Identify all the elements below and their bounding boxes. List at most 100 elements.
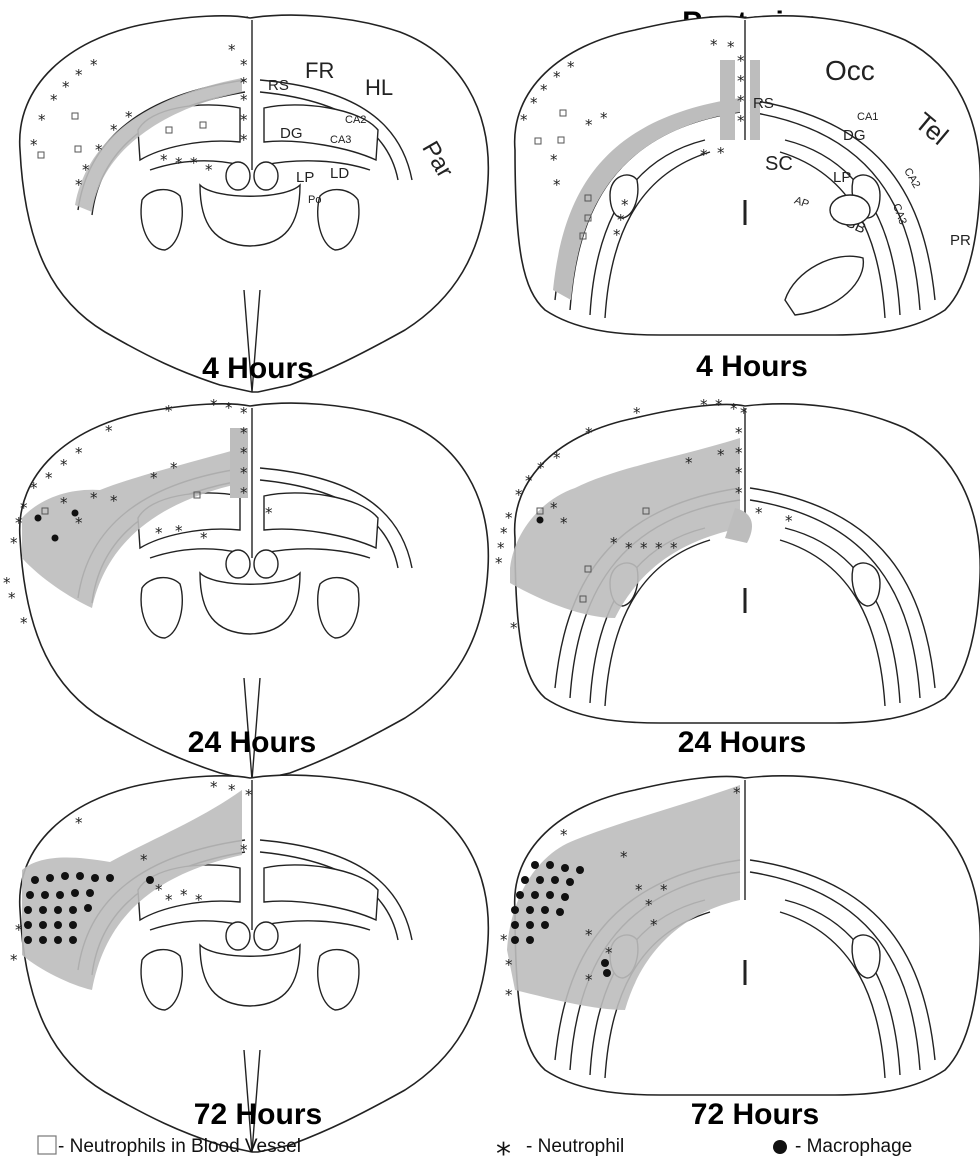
- posterior-section-24h: *** *** *** *** *** *** *** *** *** ***: [495, 396, 980, 723]
- svg-text:*: *: [195, 891, 203, 909]
- svg-text:*: *: [685, 454, 693, 472]
- svg-text:*: *: [553, 68, 561, 86]
- svg-text:*: *: [245, 786, 253, 804]
- svg-text:*: *: [45, 469, 53, 487]
- svg-text:*: *: [240, 404, 248, 422]
- svg-text:*: *: [620, 848, 628, 866]
- svg-text:*: *: [500, 931, 508, 949]
- svg-text:*: *: [150, 469, 158, 487]
- svg-text:*: *: [755, 504, 763, 522]
- svg-text:*: *: [205, 161, 213, 179]
- svg-text:*: *: [50, 91, 58, 109]
- svg-text:*: *: [585, 116, 593, 134]
- label-dg: DG: [843, 127, 866, 144]
- svg-text:*: *: [525, 472, 533, 490]
- time-label-post-4h: 4 Hours: [696, 350, 808, 383]
- label-ld: LD: [330, 165, 349, 182]
- svg-text:*: *: [75, 444, 83, 462]
- legend-star-icon: *: [496, 1137, 511, 1166]
- svg-text:*: *: [737, 112, 745, 130]
- macrophage-markers: [537, 517, 544, 524]
- svg-text:*: *: [505, 956, 513, 974]
- svg-text:*: *: [240, 56, 248, 74]
- svg-text:*: *: [90, 489, 98, 507]
- svg-text:*: *: [165, 891, 173, 909]
- svg-text:*: *: [240, 841, 248, 859]
- svg-text:*: *: [655, 539, 663, 557]
- svg-text:*: *: [240, 424, 248, 442]
- label-po: Po: [308, 194, 321, 206]
- anterior-section-4h: RS FR HL Par CA2 DG CA3 LP LD Po *** ***…: [20, 15, 489, 392]
- svg-text:*: *: [737, 92, 745, 110]
- svg-text:*: *: [210, 396, 218, 414]
- label-ca1: CA1: [857, 111, 878, 123]
- legend-neutrophil-text: - Neutrophil: [526, 1136, 624, 1157]
- svg-text:*: *: [560, 514, 568, 532]
- svg-text:*: *: [90, 56, 98, 74]
- svg-text:*: *: [10, 534, 18, 552]
- svg-text:*: *: [515, 486, 523, 504]
- svg-text:*: *: [727, 38, 735, 56]
- svg-text:*: *: [240, 484, 248, 502]
- svg-text:*: *: [553, 176, 561, 194]
- label-rs: RS: [268, 77, 289, 94]
- svg-text:*: *: [585, 971, 593, 989]
- svg-text:*: *: [733, 784, 741, 802]
- svg-text:*: *: [110, 492, 118, 510]
- posterior-section-4h: Occ Tel RS CA1 DG SC CA2 LP AP MGB CA3 P…: [515, 16, 980, 335]
- svg-text:*: *: [715, 396, 723, 414]
- svg-text:*: *: [717, 446, 725, 464]
- legend-macrophage-text: - Macrophage: [795, 1136, 912, 1157]
- label-rs: RS: [753, 95, 774, 112]
- svg-text:*: *: [8, 589, 16, 607]
- svg-text:*: *: [635, 881, 643, 899]
- svg-text:*: *: [740, 404, 748, 422]
- svg-text:*: *: [640, 539, 648, 557]
- time-label-ant-24h: 24 Hours: [188, 726, 316, 759]
- svg-text:*: *: [180, 886, 188, 904]
- svg-text:*: *: [200, 529, 208, 547]
- svg-text:*: *: [160, 151, 168, 169]
- vessel-legend-square: [38, 1136, 56, 1154]
- label-dg: DG: [280, 125, 303, 142]
- svg-text:*: *: [225, 399, 233, 417]
- time-label-post-24h: 24 Hours: [678, 726, 806, 759]
- svg-text:*: *: [737, 72, 745, 90]
- svg-text:*: *: [730, 400, 738, 418]
- svg-text:*: *: [75, 514, 83, 532]
- svg-text:*: *: [537, 459, 545, 477]
- svg-text:*: *: [30, 136, 38, 154]
- label-occ: Occ: [825, 55, 875, 86]
- svg-text:*: *: [737, 52, 745, 70]
- svg-text:*: *: [610, 534, 618, 552]
- svg-text:*: *: [735, 484, 743, 502]
- svg-text:*: *: [155, 881, 163, 899]
- svg-text:*: *: [210, 778, 218, 796]
- time-label-ant-4h: 4 Hours: [202, 352, 314, 385]
- svg-text:*: *: [240, 464, 248, 482]
- svg-text:*: *: [228, 41, 236, 59]
- svg-text:*: *: [240, 91, 248, 109]
- svg-text:*: *: [735, 464, 743, 482]
- svg-text:*: *: [710, 36, 718, 54]
- svg-text:*: *: [530, 94, 538, 112]
- legend-vessel-text: - Neutrophils in Blood Vessel: [58, 1136, 301, 1157]
- svg-text:*: *: [15, 921, 23, 939]
- svg-text:*: *: [140, 851, 148, 869]
- label-sc: SC: [765, 153, 793, 175]
- svg-text:*: *: [553, 449, 561, 467]
- svg-text:*: *: [60, 456, 68, 474]
- svg-text:*: *: [82, 161, 90, 179]
- svg-text:*: *: [540, 81, 548, 99]
- svg-text:*: *: [585, 424, 593, 442]
- svg-text:*: *: [75, 814, 83, 832]
- svg-text:*: *: [650, 916, 658, 934]
- label-pr: PR: [950, 232, 971, 249]
- svg-text:*: *: [175, 522, 183, 540]
- svg-text:*: *: [20, 499, 28, 517]
- svg-text:*: *: [735, 424, 743, 442]
- label-hl: HL: [365, 75, 393, 100]
- anterior-section-72h: *** *** *** ***: [10, 775, 488, 1152]
- svg-text:*: *: [560, 826, 568, 844]
- legend: - Neutrophils in Blood Vessel * - Neutro…: [38, 1136, 912, 1166]
